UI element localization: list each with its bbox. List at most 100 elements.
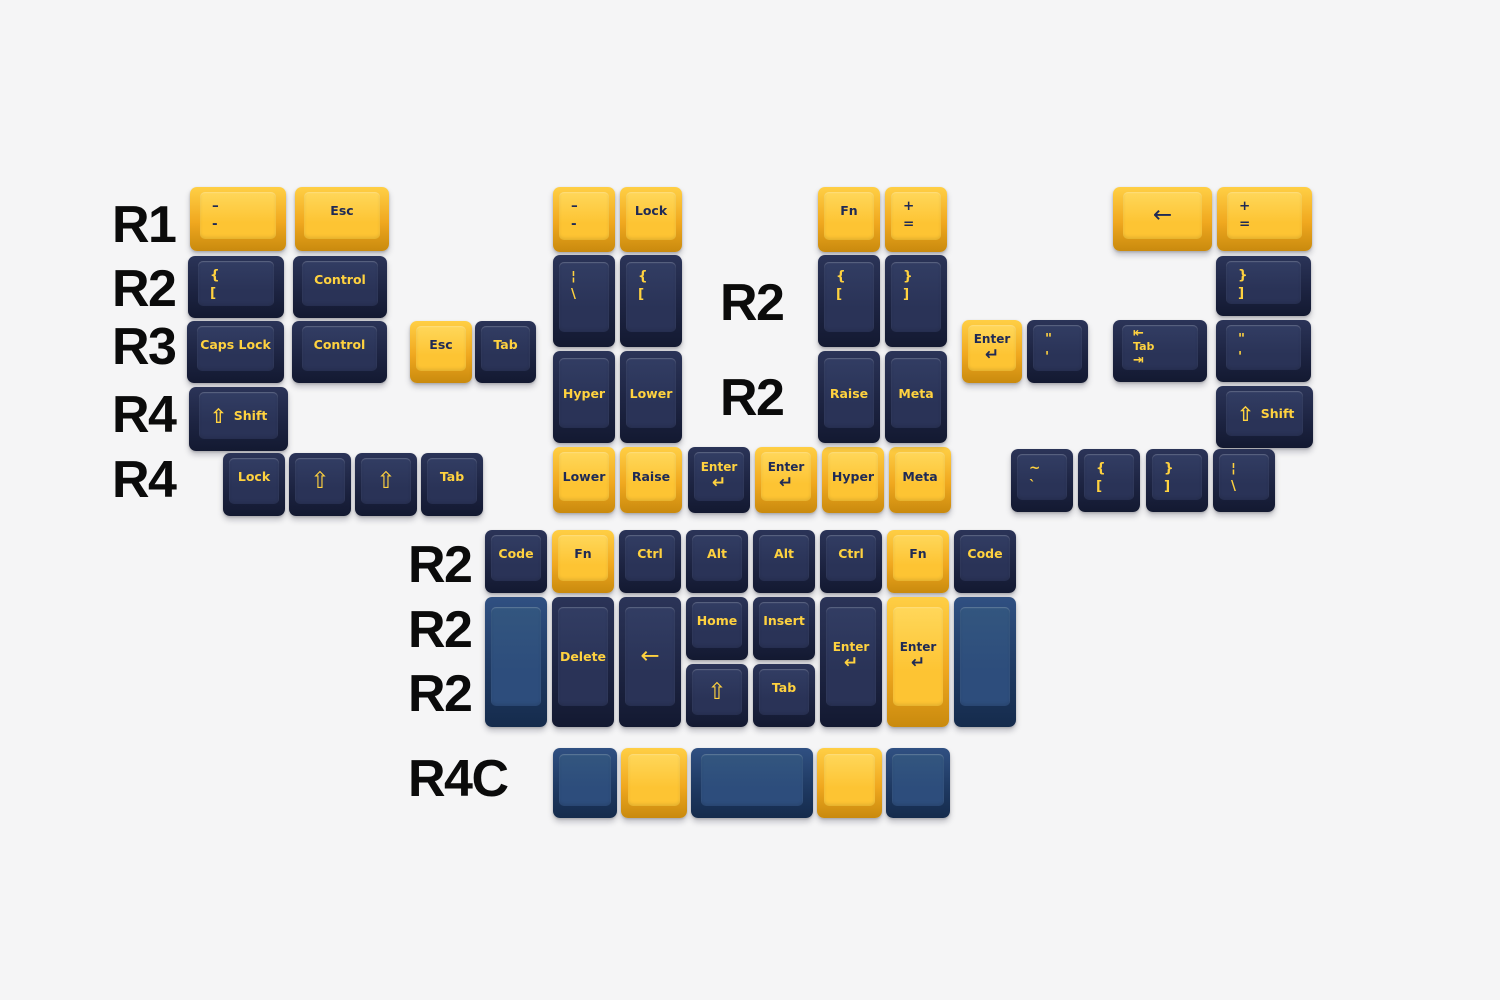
keycap-top-face: [491, 607, 541, 706]
keycap-raise: Raise: [620, 447, 682, 513]
keycap-legend: Enter↵: [761, 452, 811, 501]
legend-text: Esc: [330, 203, 354, 218]
keycap-fn: Fn: [887, 530, 949, 593]
keycap-legend: Code: [960, 535, 1010, 581]
keycap-legend: Fn: [558, 535, 608, 581]
return-arrow-icon: ↵: [843, 653, 859, 674]
keycap-legend: "': [1226, 325, 1301, 370]
keycap-brace-bracket: {[: [620, 255, 682, 347]
keycap-legend: ¦\: [559, 262, 609, 332]
keycap-top-face: [824, 754, 875, 806]
keycap-blank: [485, 597, 547, 727]
keycap-legend: Insert: [759, 602, 809, 648]
keycap-top-face: Tab: [759, 669, 809, 715]
legend-text: Enter: [767, 460, 805, 475]
keycap-top-face: ⇧: [295, 458, 345, 504]
legend-text: Meta: [898, 385, 934, 401]
keycap-tab: Tab: [421, 453, 483, 516]
keycap-top-face: ←: [1123, 192, 1202, 239]
keycap-lock: Lock: [223, 453, 285, 516]
keycap-lock: Lock: [620, 187, 682, 252]
keycap-legend: Delete: [558, 607, 608, 706]
keycap-enter: Enter↵: [755, 447, 817, 513]
legend-text: Tab: [439, 469, 465, 484]
row-label-r2: R2: [112, 260, 177, 318]
legend-text: {: [1096, 460, 1106, 476]
keycap-blank: [954, 597, 1016, 727]
keycap-legend: Alt: [759, 535, 809, 581]
keycap-top-face: [960, 607, 1010, 706]
keycap-top-face: Enter↵: [761, 452, 811, 501]
keycap-top-face: "': [1033, 325, 1082, 371]
legend-text: Lock: [634, 203, 668, 218]
keycap-brace-bracket: {[: [818, 255, 880, 347]
keycap-alt: Alt: [686, 530, 748, 593]
legend-text: [: [836, 285, 843, 302]
keycap-raise: Raise: [818, 351, 880, 443]
legend-text: Esc: [429, 337, 453, 352]
keycap-top-face: Lock: [626, 192, 676, 240]
keycap-shift-arrow: ⇧: [289, 453, 351, 516]
keycap-top-face: Tab: [481, 326, 530, 371]
keycap-pipe-backslash: ¦\: [1213, 449, 1275, 512]
shift-arrow-icon: ⇧: [1237, 401, 1254, 426]
keycap-enter: Enter↵: [820, 597, 882, 727]
keycap-top-face: "': [1226, 325, 1301, 370]
keycap-top-face: Enter↵: [893, 607, 943, 706]
keycap-top-face: –-: [559, 192, 609, 240]
keycap-legend: {[: [1084, 454, 1134, 500]
keycap-legend: Code: [491, 535, 541, 581]
keycap-legend: }]: [891, 262, 941, 332]
keycap-legend: ⇧Shift: [1226, 391, 1303, 436]
legend-text: Enter: [899, 640, 937, 655]
legend-text: Enter: [700, 460, 738, 475]
keycap-top-face: }]: [1226, 261, 1301, 304]
keycap-legend: "': [1033, 325, 1082, 371]
keycap-top-face: Meta: [895, 452, 945, 501]
legend-text: Delete: [559, 649, 607, 664]
keycap-legend: Alt: [692, 535, 742, 581]
keycap-legend: ~`: [1017, 454, 1067, 500]
keycap-top-face: [701, 754, 803, 806]
keycap-delete: Delete: [552, 597, 614, 727]
tab-right-arrow-icon: ⇥: [1133, 352, 1144, 368]
legend-text: =: [903, 215, 915, 232]
legend-text: Tab: [771, 680, 797, 695]
legend-text: Code: [967, 546, 1003, 561]
keycap-top-face: Fn: [824, 192, 874, 240]
legend-text: ]: [1238, 284, 1245, 301]
legend-text: Tab: [1133, 340, 1155, 354]
keycap-legend: ←: [625, 607, 675, 706]
keycap-backspace-arrow: ←: [1113, 187, 1212, 251]
return-arrow-icon: ↵: [910, 653, 926, 674]
legend-text: Tab: [493, 337, 518, 352]
legend-text: ': [1238, 348, 1243, 365]
keycap-top-face: Control: [302, 261, 378, 306]
keycap-top-face: Control: [302, 326, 377, 371]
keycap-plus-equals: +=: [1217, 187, 1312, 251]
shift-arrow-icon: ⇧: [707, 678, 727, 705]
legend-text: }: [1164, 460, 1174, 476]
legend-text: Ctrl: [637, 546, 663, 561]
legend-text: Shift: [233, 408, 268, 423]
keycap-top-face: –-: [200, 192, 276, 239]
keycap-shift: ⇧Shift: [189, 387, 288, 451]
legend-text: `: [1029, 477, 1036, 494]
legend-text: Fn: [574, 546, 592, 561]
keycap-tab-arrows: ⇤Tab⇥: [1113, 320, 1207, 382]
keycap-top-face: Home: [692, 602, 742, 648]
keycap-top-face: Enter↵: [694, 452, 744, 501]
keycap-legend: –-: [200, 192, 276, 239]
legend-text: \: [1231, 477, 1236, 494]
shift-arrow-icon: ⇧: [376, 467, 396, 494]
keycap-top-face: Raise: [626, 452, 676, 501]
keycap-ctrl: Ctrl: [619, 530, 681, 593]
keycap-top-face: ⇧Shift: [1226, 391, 1303, 436]
keycap-legend: Fn: [824, 192, 874, 240]
keycap-pipe-backslash: ¦\: [553, 255, 615, 347]
keycap-top-face: +=: [1227, 192, 1302, 239]
keycap-blank: [886, 748, 950, 818]
legend-text: ¦: [1231, 460, 1236, 476]
keycap-meta: Meta: [889, 447, 951, 513]
